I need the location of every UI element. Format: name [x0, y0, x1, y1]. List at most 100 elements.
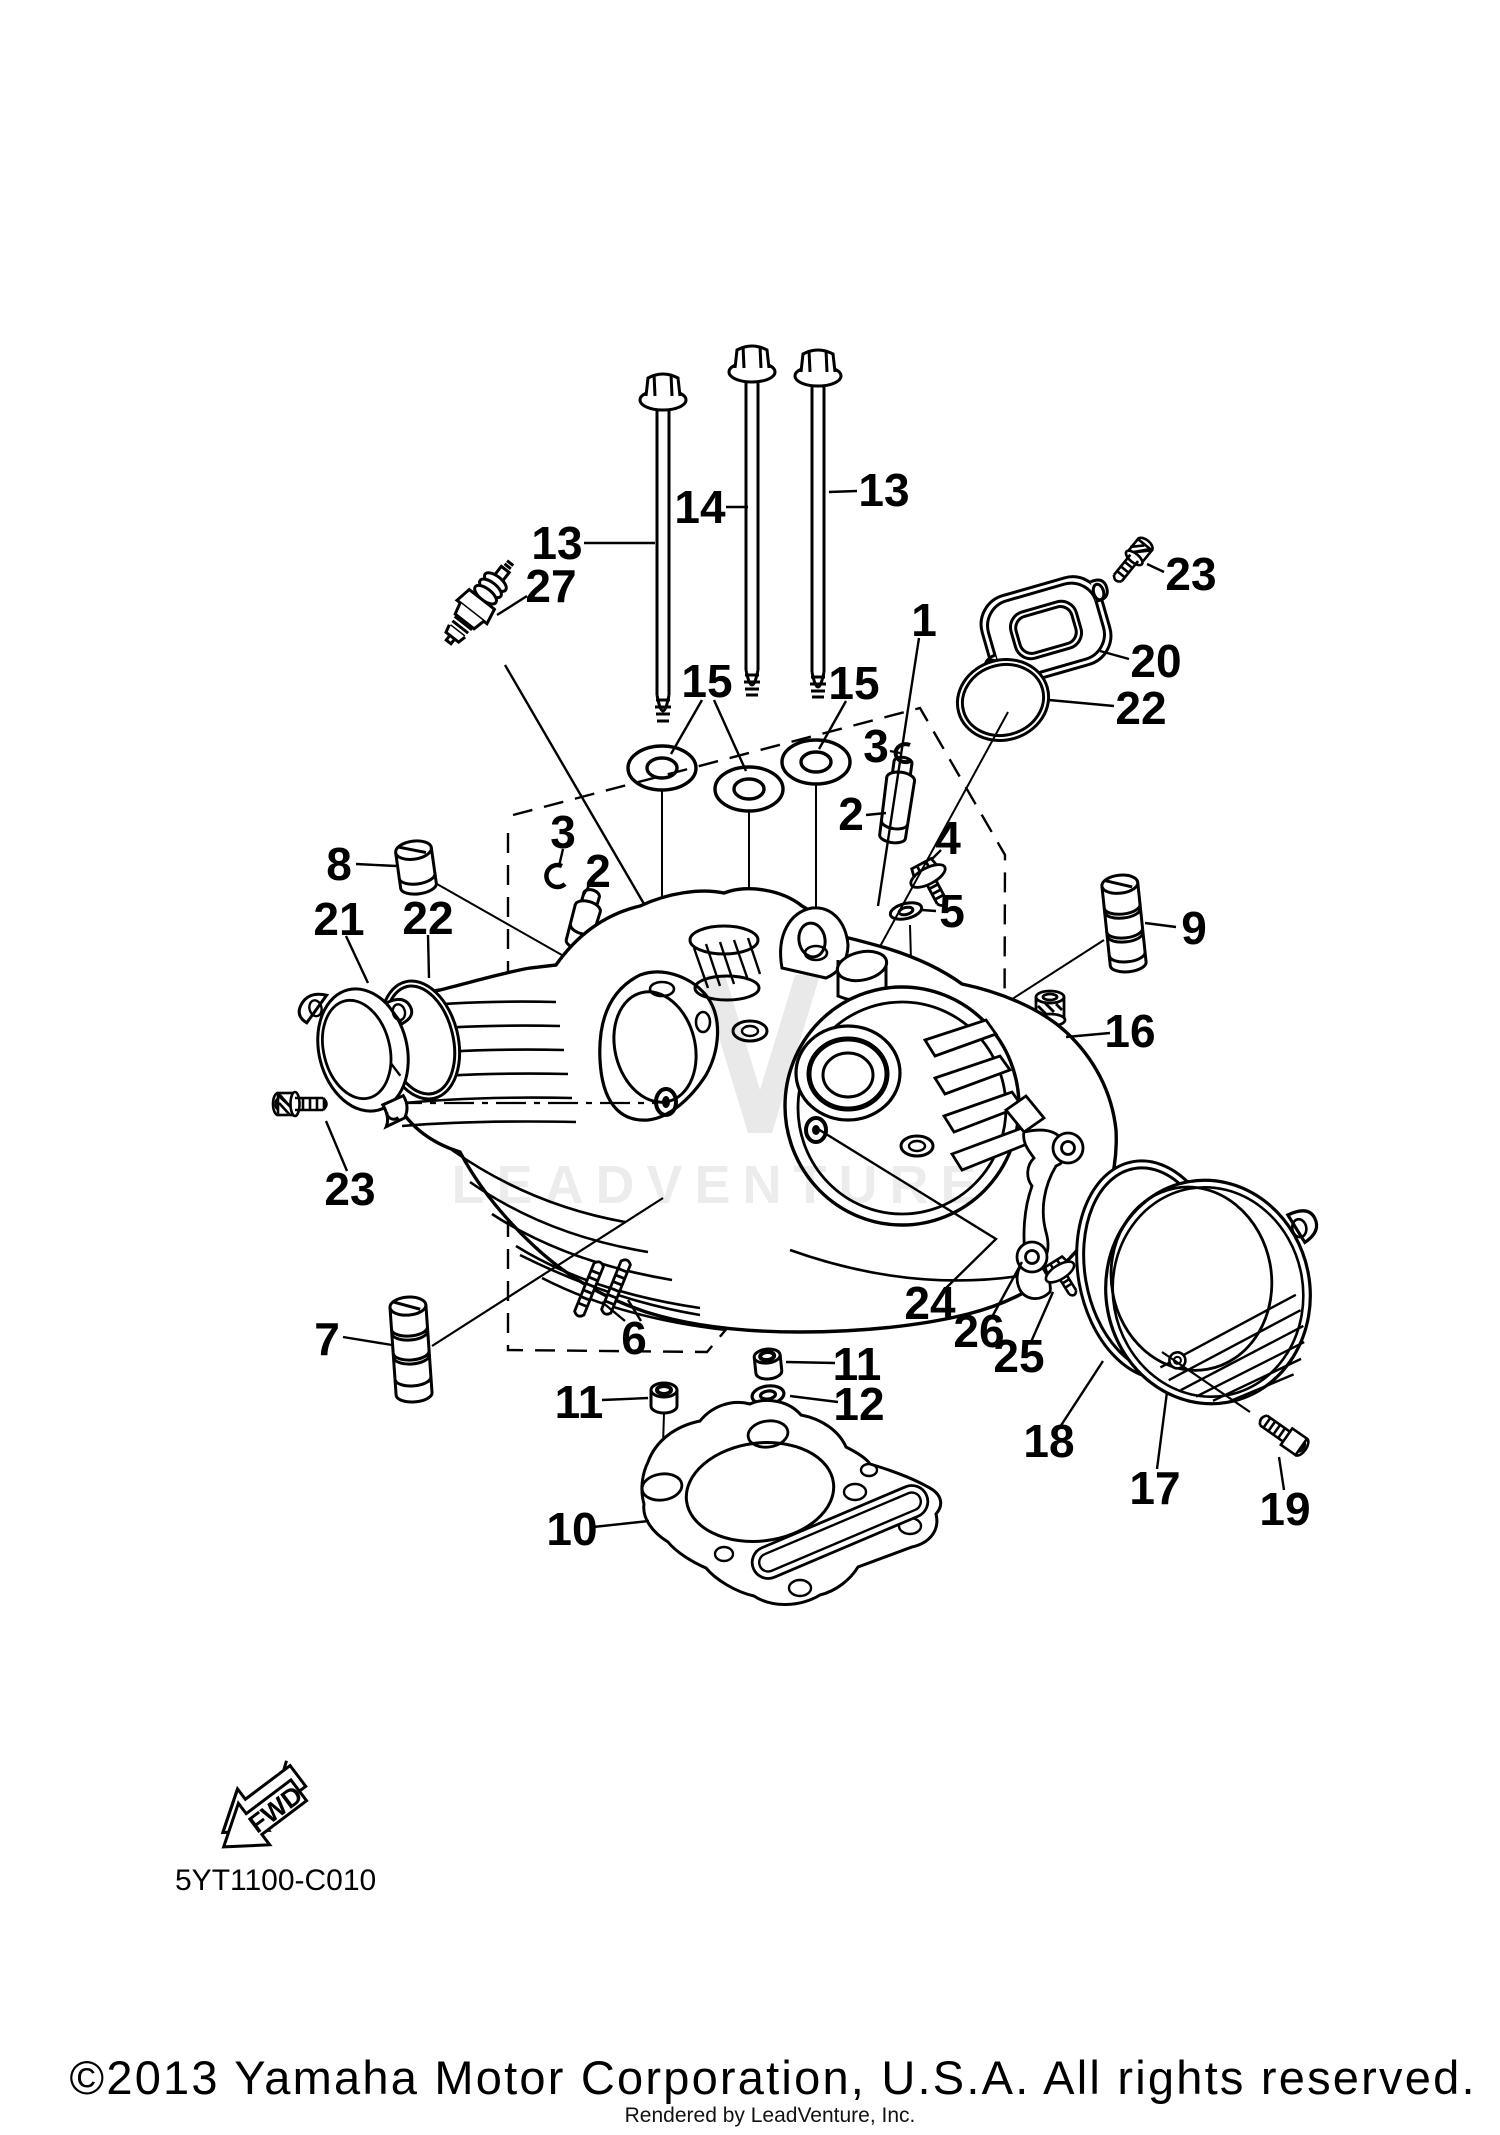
- chain-guide-bracket-icon: [1003, 1094, 1085, 1300]
- leader-line-24: [817, 1127, 998, 1291]
- stud-6-right-icon: [600, 1258, 632, 1316]
- circlip-right-icon: [893, 742, 914, 765]
- callout-6: 6: [621, 1312, 647, 1364]
- bolt-23-right-icon: [1112, 536, 1154, 583]
- leader-line-6: [626, 1299, 643, 1322]
- o-ring-22-right-icon: [955, 658, 1051, 742]
- callout-23: 23: [324, 1163, 375, 1215]
- drawing-code: 5YT1100-C010: [175, 1864, 376, 1897]
- left-cover-21-icon: [297, 987, 414, 1130]
- head-bolt-middle-icon: [727, 344, 777, 697]
- callout-19: 19: [1259, 1483, 1310, 1535]
- leader-line-18: [1058, 1360, 1105, 1428]
- leader-line-13: [828, 489, 858, 494]
- leader-line-22: [426, 934, 431, 979]
- callout-3: 3: [550, 806, 576, 858]
- dowel-11-right-icon: [752, 1347, 784, 1381]
- bolt-23-left-icon: [271, 1090, 328, 1118]
- callout-22: 22: [1115, 682, 1166, 734]
- head-bolt-left-icon: [638, 372, 688, 723]
- callout-7: 7: [314, 1313, 340, 1365]
- leader-line-15: [817, 700, 848, 750]
- leader-line-23: [324, 1120, 349, 1172]
- leader-line-8: [355, 862, 397, 868]
- leader-line-16: [1065, 1031, 1111, 1039]
- callout-5: 5: [939, 885, 965, 937]
- callout-2: 2: [838, 788, 864, 840]
- leader-line-10: [592, 1519, 650, 1529]
- circlip-left-icon: [544, 862, 567, 890]
- callout-24: 24: [904, 1277, 956, 1329]
- callout-21: 21: [313, 893, 364, 945]
- washer-5-icon: [888, 901, 924, 921]
- leader-line-21: [344, 935, 370, 984]
- head-bolt-right-icon: [793, 348, 843, 699]
- fwd-arrow-icon: FWD: [220, 1760, 309, 1849]
- leader-line-2: [581, 883, 592, 897]
- washer-15-left-icon: [626, 744, 698, 792]
- callout-10: 10: [546, 1503, 597, 1555]
- callout-13: 13: [858, 464, 909, 516]
- callout-9: 9: [1181, 902, 1207, 954]
- tappet-cover-9-icon: [1100, 873, 1148, 974]
- head-gasket-icon: [640, 1399, 943, 1606]
- leader-line-27: [496, 594, 528, 617]
- leader-line-1: [876, 637, 921, 907]
- washer-15-right-icon: [780, 738, 852, 786]
- callout-22: 22: [402, 892, 453, 944]
- leader-line-3: [889, 749, 901, 755]
- leader-line-26: [990, 1261, 1024, 1318]
- bolt-19-icon: [1258, 1414, 1310, 1457]
- leader-line-22: [1048, 698, 1115, 708]
- callout-25: 25: [993, 1330, 1044, 1382]
- callout-20: 20: [1130, 635, 1181, 687]
- leader-line-15: [712, 699, 748, 772]
- callout-17: 17: [1129, 1462, 1180, 1514]
- leader-line-20: [1099, 649, 1130, 661]
- spark-plug-icon: [444, 559, 515, 646]
- leader-line-7: [342, 1335, 393, 1347]
- leader-line-5: [921, 908, 937, 913]
- watermark-text: LEADVENTURE: [451, 1155, 988, 1215]
- callout-11: 11: [555, 1376, 604, 1428]
- callout-1: 1: [911, 594, 937, 646]
- leader-line-2: [865, 811, 887, 817]
- callout-14: 14: [674, 481, 726, 533]
- callout-18: 18: [1023, 1415, 1074, 1467]
- bolt-25-icon: [1043, 1254, 1078, 1297]
- leadventure-logo-watermark: [700, 975, 820, 1133]
- callout-23: 23: [1165, 548, 1216, 600]
- leader-line-15: [669, 699, 704, 755]
- tappet-cover-8-icon: [394, 839, 438, 896]
- callout-11: 11: [833, 1338, 882, 1390]
- washer-15-middle-icon: [713, 765, 785, 813]
- callout-16: 16: [1104, 1005, 1155, 1057]
- leader-line-23: [1146, 562, 1165, 574]
- leader-line-4: [930, 849, 942, 861]
- stud-6-left-icon: [573, 1260, 605, 1318]
- callout-26: 26: [953, 1305, 1004, 1357]
- dowel-11-left-icon: [649, 1381, 679, 1415]
- callout-15: 15: [828, 657, 879, 709]
- leader-line-11: [785, 1360, 836, 1365]
- callout-13: 13: [531, 517, 582, 569]
- leader-line-25: [1029, 1291, 1055, 1343]
- callout-15: 15: [681, 655, 732, 707]
- callout-4: 4: [935, 812, 961, 864]
- leader-line-17: [1155, 1391, 1169, 1470]
- rendered-by-text: Rendered by LeadVenture, Inc.: [625, 2104, 916, 2127]
- copyright-text: ©2013 Yamaha Motor Corporation, U.S.A. A…: [70, 2051, 1475, 2104]
- leader-line-9: [1144, 921, 1177, 929]
- leader-line-19: [1277, 1456, 1286, 1491]
- side-cover-17-icon: [1104, 1178, 1319, 1406]
- leader-line-6: [601, 1301, 626, 1322]
- callout-27: 27: [525, 560, 576, 612]
- callout-8: 8: [326, 838, 352, 890]
- leader-line-11: [601, 1396, 649, 1402]
- leader-line-12: [789, 1394, 839, 1404]
- callout-12: 12: [833, 1378, 884, 1430]
- callout-2: 2: [585, 845, 611, 897]
